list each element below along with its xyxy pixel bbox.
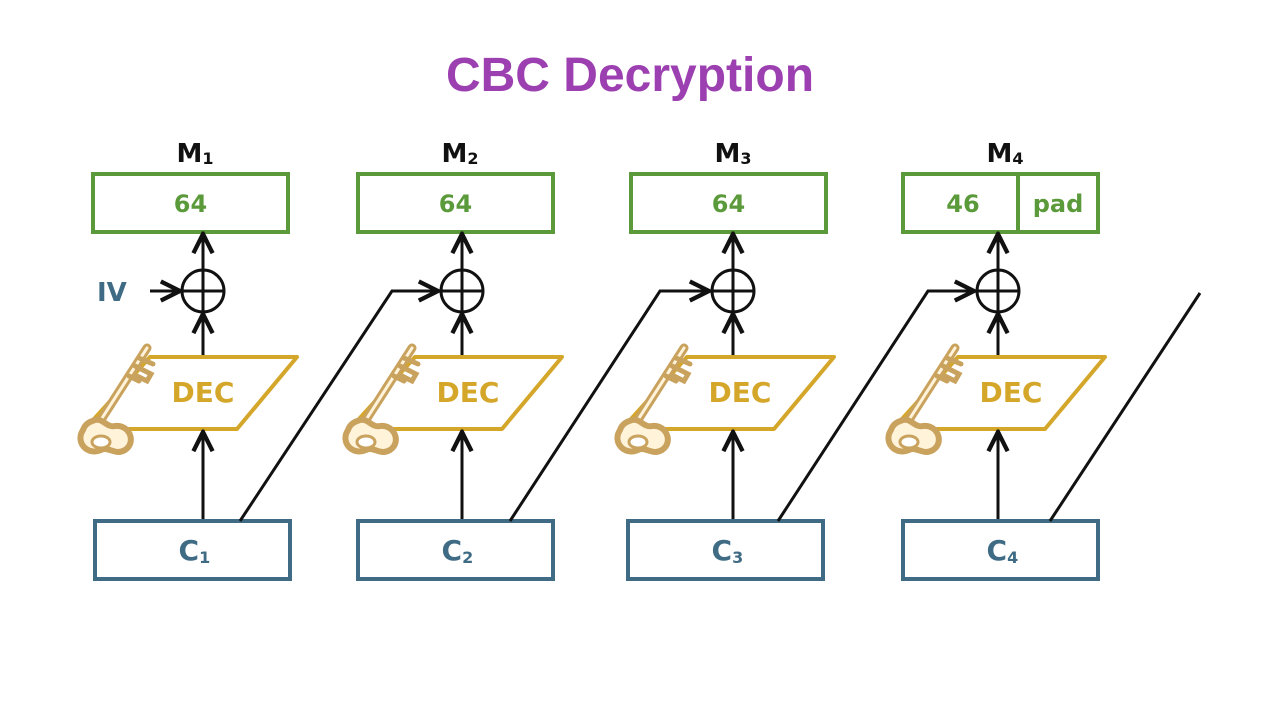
ciphertext-box (626, 519, 825, 581)
chain-arrow-1 (238, 291, 438, 522)
pad-label: pad (1033, 190, 1084, 218)
dec-label: DEC (980, 376, 1043, 409)
plaintext-size: 64 (174, 190, 207, 218)
plaintext-label: M4 (987, 139, 1024, 169)
plaintext-size: 46 (946, 190, 979, 218)
chain-line-out (1048, 292, 1202, 522)
xor-icon (975, 268, 1021, 314)
plaintext-label: M2 (442, 139, 479, 169)
ciphertext-label: C2 (442, 534, 474, 567)
diagram-title: CBC Decryption (445, 49, 815, 102)
xor-icon (180, 268, 226, 314)
plaintext-size: 64 (439, 190, 472, 218)
key-icon (77, 343, 156, 455)
plaintext-label: M3 (715, 139, 752, 169)
plaintext-size: 64 (712, 190, 745, 218)
xor-icon (710, 268, 756, 314)
plaintext-label: M1 (177, 139, 214, 169)
ciphertext-box (901, 519, 1100, 581)
dec-label: DEC (709, 376, 772, 409)
ciphertext-box (356, 519, 555, 581)
ciphertext-label: C1 (179, 534, 211, 567)
chain-arrow-2 (508, 291, 709, 522)
dec-label: DEC (172, 376, 235, 409)
key-icon (885, 343, 964, 455)
iv-label: IV (97, 278, 127, 308)
ciphertext-label: C3 (712, 534, 744, 567)
dec-label: DEC (437, 376, 500, 409)
ciphertext-label: C4 (987, 534, 1019, 567)
xor-icon (439, 268, 485, 314)
ciphertext-box (93, 519, 292, 581)
chain-arrow-3 (776, 291, 974, 522)
key-icon (342, 343, 421, 455)
plaintext-box (91, 172, 290, 234)
key-icon (614, 343, 693, 455)
